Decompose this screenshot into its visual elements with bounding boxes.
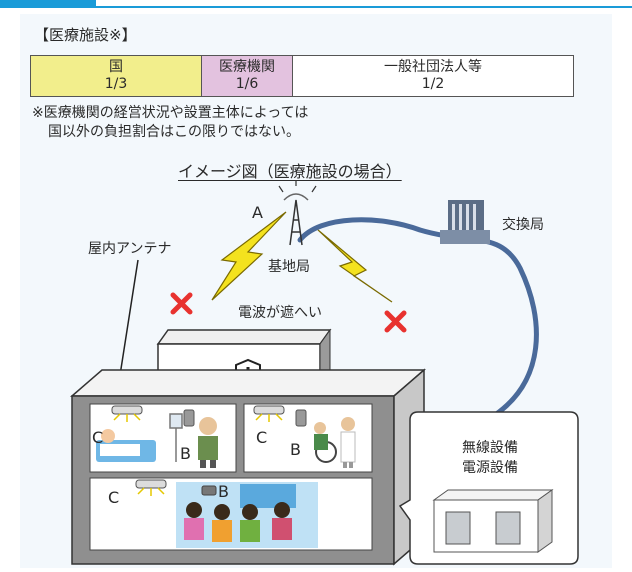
share-payer: 医療機関 [219,59,275,75]
share-ratio: 1/2 [421,76,445,92]
marker-b: B [180,444,191,463]
block-mark-left-icon [170,292,193,315]
share-cell-association: 一般社団法人等 1/2 [292,55,574,97]
share-cell-national: 国 1/3 [30,55,202,97]
base-station-label: 基地局 [268,259,310,275]
equipment-label-1: 無線設備 [462,440,518,456]
exchange-label: 交換局 [502,217,544,233]
server-unit-icon [445,511,521,545]
antenna-pointer-arrow [117,259,139,389]
patient-bed-figure [96,429,156,462]
phone-icon [183,409,195,427]
share-payer: 国 [109,59,123,75]
ceiling-antenna-icon [135,479,167,496]
equipment-label-2: 電源設備 [462,460,518,476]
marker-c: C [92,428,104,447]
share-cell-medical: 医療機関 1/6 [201,55,293,97]
accent-line [96,6,632,8]
share-ratio: 1/6 [235,76,259,92]
lightning-bolt-left-icon [211,211,287,301]
blocked-label: 電波が遮へい [238,305,322,321]
building-top-face [69,369,427,397]
phone-icon [201,485,217,496]
drip-stand-icon [169,413,183,462]
elderly-person-figure [198,417,218,468]
top-accent-band [0,0,632,8]
accent-tab [0,0,96,8]
ceiling-antenna-icon [111,405,143,422]
marker-a: A [252,203,263,222]
section-title: 【医療施設※】 [34,26,137,44]
footnote-line-2: 国以外の負担割合はこの限りではない。 [48,124,300,140]
marker-b: B [290,440,301,459]
share-ratio: 1/3 [104,76,128,92]
marker-c: C [256,428,268,447]
exchange-building-icon [440,200,490,244]
signal-icon [278,180,317,193]
wheelchair-figure [314,422,337,463]
phone-icon [295,409,307,427]
footnote-line-1: ※医療機関の経営状況や設置主体によっては [32,105,309,121]
base-station-tower-icon [283,193,309,246]
diagram-caption: イメージ図（医療施設の場合） [178,162,402,181]
footnote: ※医療機関の経営状況や設置主体によっては 国以外の負担割合はこの限りではない。 [32,104,308,142]
indoor-antenna-label: 屋内アンテナ [88,241,172,257]
seated-people-figures [184,502,292,542]
share-payer: 一般社団法人等 [384,59,482,75]
block-mark-right-icon [384,310,407,333]
marker-b: B [218,482,229,501]
nurse-figure [340,417,356,468]
cost-share-table: 国 1/3 医療機関 1/6 一般社団法人等 1/2 [30,55,574,97]
ceiling-antenna-icon [253,405,285,422]
marker-c: C [108,488,120,507]
lightning-bolt-right-icon [317,229,393,303]
